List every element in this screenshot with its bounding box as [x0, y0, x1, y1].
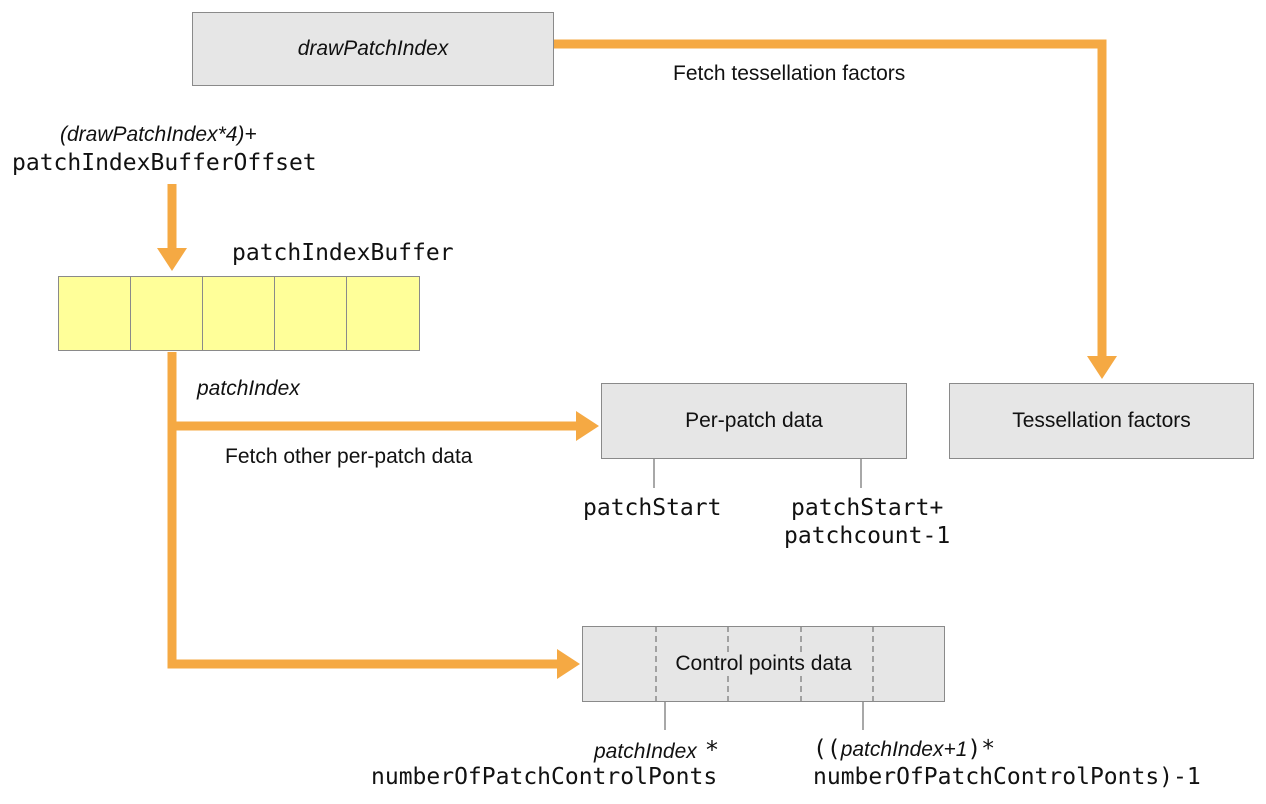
patch-end-line1: patchStart+ [791, 495, 944, 521]
buffer-cell [274, 276, 348, 351]
fetch-tessellation-label: Fetch tessellation factors [673, 62, 906, 85]
draw-patch-index-label: drawPatchIndex [297, 37, 449, 60]
buffer-cell [346, 276, 420, 351]
buffer-cell [130, 276, 204, 351]
cp-start-line2: numberOfPatchControlPonts [371, 764, 718, 790]
cp-end-italic: patchIndex+1 [840, 738, 968, 761]
offset-expression-line2: patchIndexBufferOffset [12, 150, 317, 176]
offset-expression-line1: (drawPatchIndex*4)+ [60, 123, 257, 146]
arrowhead-tessellation [1087, 356, 1117, 379]
cp-start-op: * [704, 736, 720, 764]
cp-start-italic: patchIndex [594, 740, 697, 763]
control-points-data-label: Control points data [673, 652, 854, 676]
arrowhead-controlpoints [557, 649, 580, 679]
per-patch-data-label: Per-patch data [685, 409, 823, 432]
buffer-cell [58, 276, 132, 351]
patch-index-buffer [58, 276, 420, 351]
arrow-buffer-to-controlpoints [167, 352, 560, 669]
cp-start-line1: patchIndex * [594, 738, 719, 762]
control-points-dividers [654, 625, 874, 702]
cp-end-line2: numberOfPatchControlPonts)-1 [813, 764, 1201, 790]
patch-start-label: patchStart [583, 495, 722, 521]
tessellation-factors-label: Tessellation factors [1012, 409, 1191, 432]
cp-end-open: (( [813, 736, 841, 762]
tessellation-factors-box: Tessellation factors [949, 383, 1254, 459]
draw-patch-index-box: drawPatchIndex [192, 12, 554, 86]
cp-end-close: )* [967, 736, 996, 762]
arrow-fetch-tessellation [554, 39, 1107, 358]
buffer-cell [202, 276, 276, 351]
patch-index-label: patchIndex [197, 377, 300, 400]
patch-end-line2: patchcount-1 [784, 523, 951, 549]
patch-index-buffer-label: patchIndexBuffer [232, 240, 454, 266]
per-patch-data-box: Per-patch data [601, 383, 907, 459]
cp-end-line1: ((patchIndex+1)* [813, 738, 995, 761]
control-points-data-box: Control points data [582, 625, 945, 702]
fetch-other-label: Fetch other per-patch data [225, 445, 473, 468]
arrowhead-per-patch [576, 411, 599, 441]
arrowhead-buffer [157, 248, 187, 271]
